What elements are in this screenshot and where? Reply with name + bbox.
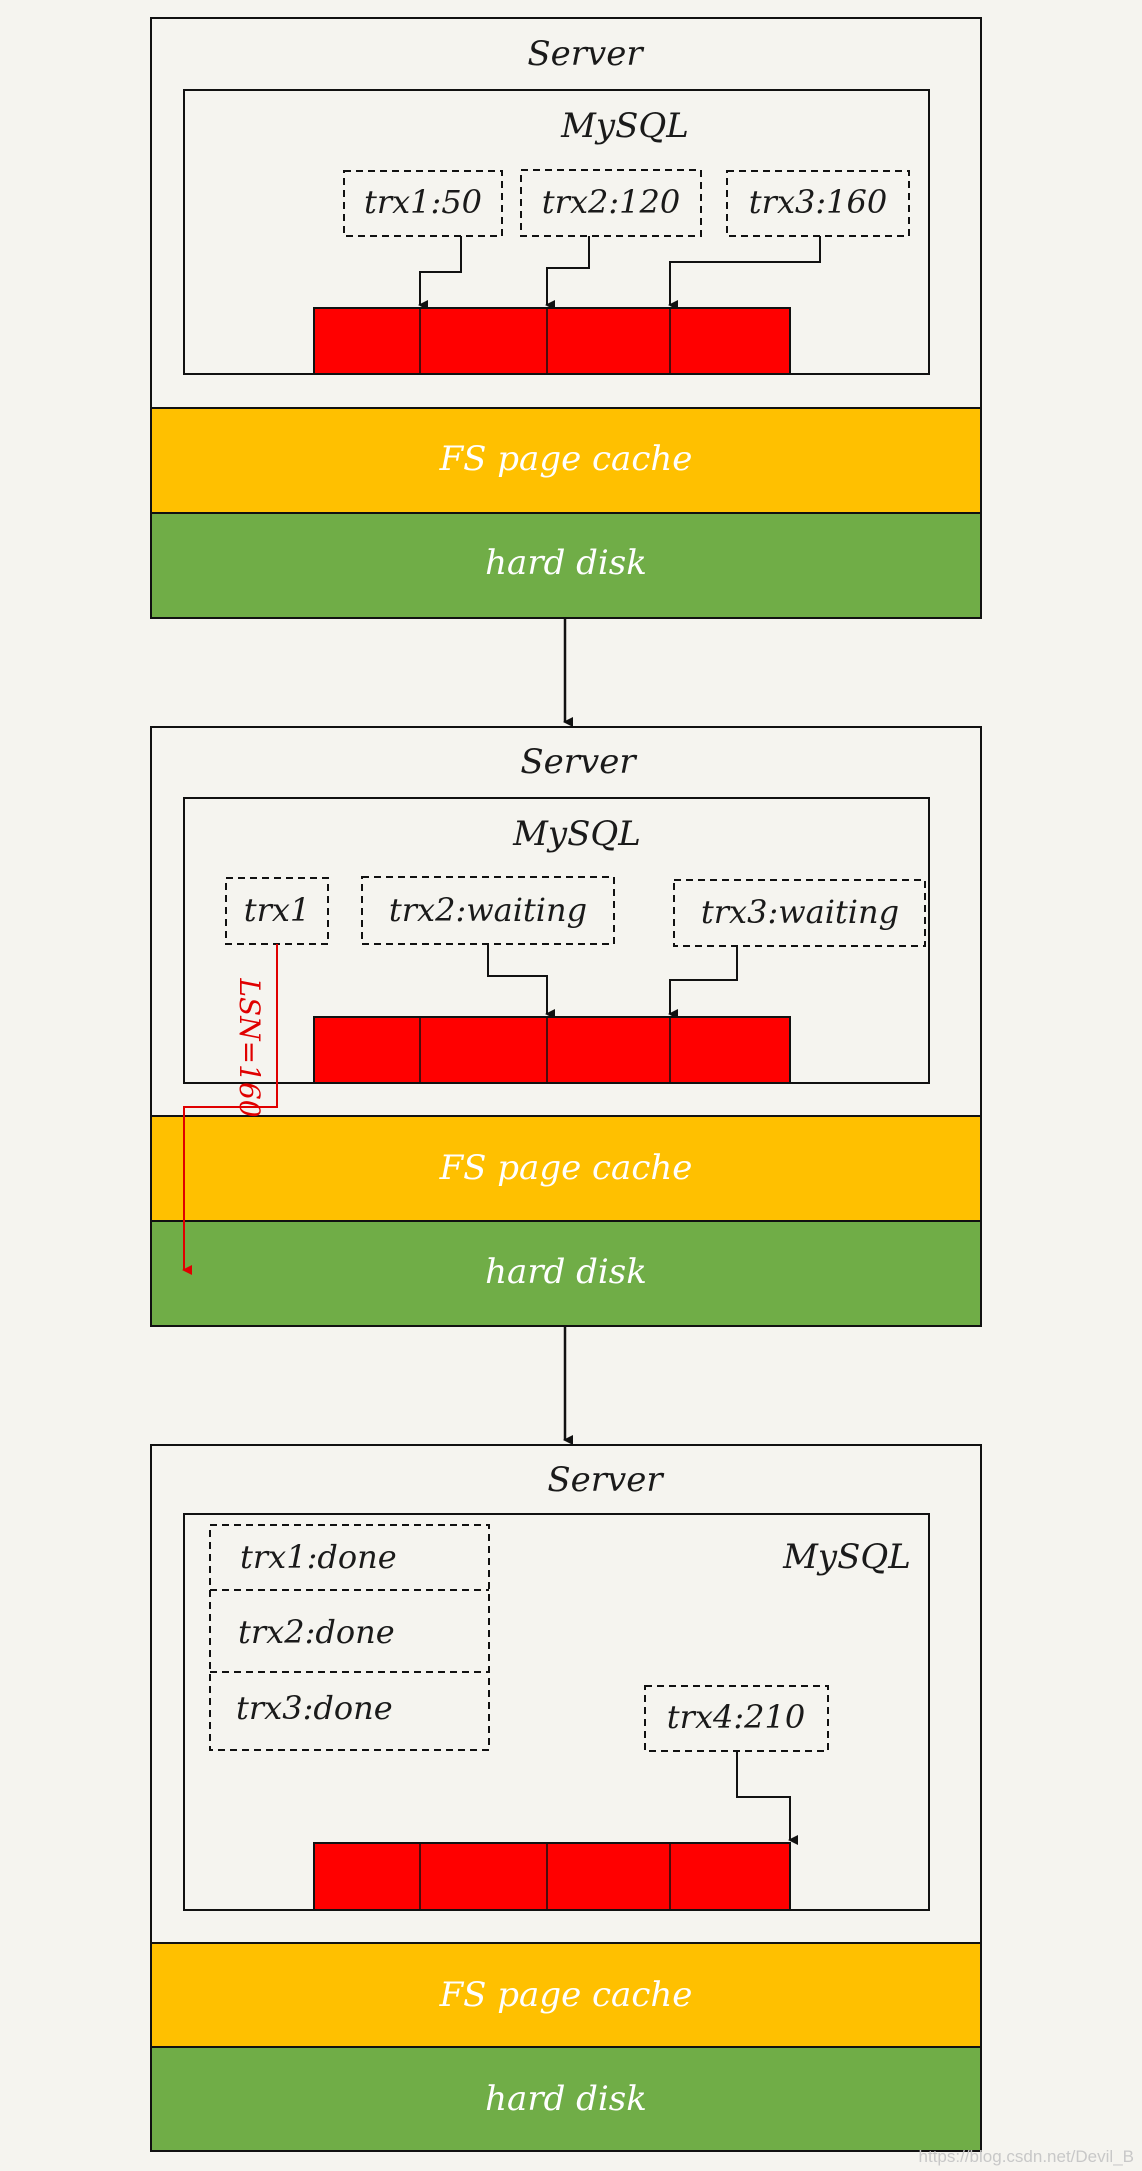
lsn-flush-arrow <box>182 944 278 1275</box>
hard-disk-label: hard disk <box>485 543 647 583</box>
redo-log-buffer <box>313 307 791 375</box>
server-label-2: Server <box>520 742 637 782</box>
trx-box: trx1:50 <box>343 170 503 237</box>
done-item: trx2:done <box>238 1613 395 1651</box>
fs-page-cache-layer <box>150 1942 982 2048</box>
fs-page-cache-label: FS page cache <box>439 1975 693 2015</box>
redo-log-buffer <box>313 1842 791 1911</box>
hard-disk-layer <box>150 512 982 619</box>
mysql-label-2: MySQL <box>512 814 641 854</box>
trx-label: trx2:120 <box>542 183 680 221</box>
arrow <box>487 944 555 1019</box>
fs-page-cache-layer <box>150 407 982 514</box>
fs-page-cache-label: FS page cache <box>439 1148 693 1188</box>
done-item: trx1:done <box>240 1538 397 1576</box>
mysql-label-3: MySQL <box>782 1537 911 1577</box>
trx-box: trx2:waiting <box>361 876 615 945</box>
trx-label: trx1 <box>244 891 311 929</box>
arrow <box>668 946 738 1019</box>
trx-label: trx2:waiting <box>389 891 587 929</box>
mysql-label-1: MySQL <box>560 106 689 146</box>
trx-box: trx2:120 <box>520 169 702 237</box>
hard-disk-layer <box>150 2046 982 2152</box>
trx-label: trx1:50 <box>364 183 482 221</box>
server-label-1: Server <box>527 34 644 74</box>
arrow <box>545 236 590 310</box>
hard-disk-label: hard disk <box>485 2079 647 2119</box>
panel-2: Server MySQL trx1 trx2:waiting trx3:wait… <box>150 726 982 1327</box>
arrow <box>736 1751 798 1845</box>
redo-log-buffer <box>313 1016 791 1084</box>
trx-box: trx3:waiting <box>673 879 926 947</box>
server-label-3: Server <box>547 1460 664 1500</box>
hard-disk-label: hard disk <box>485 1252 647 1292</box>
trx-box: trx1 <box>225 877 329 945</box>
done-transactions-list: trx1:done trx2:done trx3:done <box>209 1524 490 1751</box>
fs-page-cache-label: FS page cache <box>439 439 693 479</box>
trx-label: trx3:waiting <box>701 893 899 931</box>
arrow <box>418 236 462 310</box>
arrow <box>668 236 821 310</box>
fs-page-cache-layer <box>150 1115 982 1222</box>
done-item: trx3:done <box>236 1689 393 1727</box>
lsn-label: LSN=160 <box>233 977 266 1117</box>
trx-label: trx3:160 <box>749 183 887 221</box>
trx-label: trx4:210 <box>667 1698 805 1736</box>
watermark: https://blog.csdn.net/Devil_B <box>918 2147 1134 2166</box>
trx-box: trx3:160 <box>726 170 910 237</box>
hard-disk-layer <box>150 1220 982 1327</box>
panel-3: Server MySQL trx1:done trx2:done trx3:do… <box>150 1444 982 2152</box>
panel-1: Server MySQL trx1:50 trx2:120 trx3:160 F <box>150 17 982 619</box>
